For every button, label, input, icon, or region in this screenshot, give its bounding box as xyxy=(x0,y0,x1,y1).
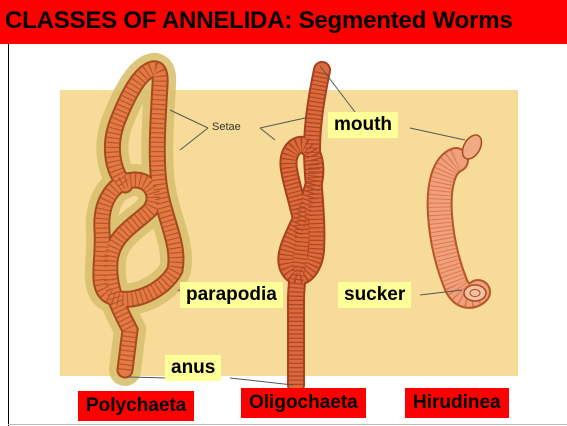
sucker-label: sucker xyxy=(338,282,411,308)
oligochaeta-worm xyxy=(286,70,322,385)
hirudinea-worm xyxy=(440,132,486,301)
polychaeta-worm xyxy=(101,69,176,370)
mouth-label: mouth xyxy=(328,112,398,138)
anus-label: anus xyxy=(165,355,221,381)
class-label-polychaeta: Polychaeta xyxy=(78,391,194,421)
parapodia-label: parapodia xyxy=(180,282,283,308)
class-label-oligochaeta: Oligochaeta xyxy=(241,388,366,418)
setae-label: Setae xyxy=(212,121,241,133)
class-label-hirudinea: Hirudinea xyxy=(405,388,509,418)
